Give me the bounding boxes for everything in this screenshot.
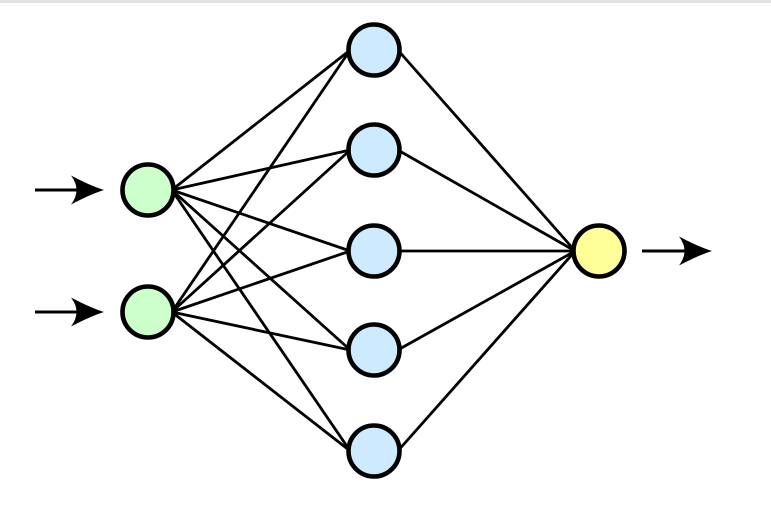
- input-node-1: [120, 162, 176, 218]
- edge-hidden5-output1: [396, 250, 577, 452]
- edge-hidden2-output1: [397, 148, 576, 253]
- window-top-border: [0, 0, 771, 3]
- edge-input1-hidden4: [170, 188, 352, 352]
- input-arrow-1-head-icon: [71, 175, 104, 205]
- edge-input2-hidden5: [170, 310, 352, 453]
- hidden-node-2: [346, 122, 402, 178]
- edge-input1-hidden5: [170, 189, 352, 452]
- edge-input2-hidden3: [171, 249, 351, 314]
- edge-hidden4-output1: [397, 249, 576, 352]
- output-arrow-head-icon: [679, 236, 712, 266]
- edge-input1-hidden2: [171, 148, 351, 192]
- edge-hidden1-output1: [396, 49, 577, 252]
- edge-input1-hidden1: [170, 48, 352, 192]
- output-node-1: [571, 223, 627, 279]
- hidden-node-1: [346, 22, 402, 78]
- hidden-node-5: [346, 423, 402, 479]
- hidden-node-3: [346, 223, 402, 279]
- input-node-2: [120, 284, 176, 340]
- input-arrow-2-head-icon: [71, 297, 104, 327]
- edge-input2-hidden1: [170, 49, 352, 313]
- edge-input2-hidden2: [170, 148, 352, 314]
- edge-input1-hidden3: [171, 188, 351, 253]
- edge-input2-hidden4: [171, 310, 351, 352]
- hidden-node-4: [346, 322, 402, 378]
